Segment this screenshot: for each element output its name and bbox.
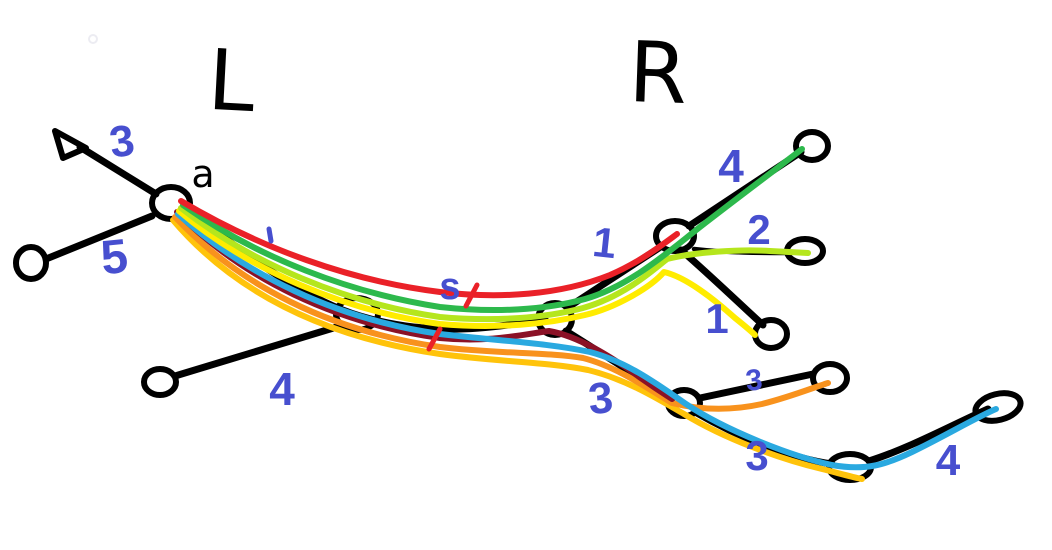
strand-yellow [176,208,758,338]
colored-strands [170,146,999,482]
strand-orange [172,214,831,412]
strand-cyan [175,211,999,471]
weight-a-topleft: 3 [106,116,137,168]
weight-a-bottomleft: 5 [98,230,130,286]
strand-maroon [174,209,675,402]
labels: L R a s 3 5 4 1 4 2 1 3 3 3 4 [98,23,960,485]
nodes [13,128,1024,483]
node-bottomleft-leaf [13,244,49,282]
blue-dash [266,226,274,244]
node-right3 [810,361,850,395]
node-a-label: a [191,152,214,196]
left-title: L [206,31,258,131]
edge-a-topleft-leaf [76,143,160,198]
edge-bottomleaf-mid1 [171,322,344,380]
strand-red [178,198,680,299]
red-tick-lower [426,326,443,352]
weight-mid2-bottom: 3 [586,373,615,424]
right-title: R [627,23,689,123]
weight-rcenter-right: 2 [747,206,770,253]
node-topleft-leaf [52,128,89,161]
s-annotation: s [439,266,460,308]
weight-rcenter-bottomright: 1 [705,295,728,342]
edge-bottom-right3 [696,370,817,402]
node-top-right-leaf [793,129,831,163]
weight-bottom-bottomright: 3 [745,432,768,479]
strand-green [180,146,805,314]
node-far-right [972,390,1024,424]
node-r-center [653,218,697,254]
node-bottom-leaf [141,366,179,398]
strand-gold [170,217,865,482]
edge-a-bottomleft-leaf [42,212,156,263]
node-bottom-right-leaf [752,317,790,351]
weight-bottom-right3: 3 [744,363,764,398]
weight-rcenter-topright: 4 [718,140,744,192]
strand-chartreuse [178,205,811,323]
edge-rcenter-bottomright [677,246,767,329]
edge-bottomright-farright [865,405,992,465]
marks [266,226,480,352]
weight-bottomright-farright: 4 [936,436,961,485]
faint-stray-dot [88,34,98,44]
weight-mid2-rcenter: 1 [590,218,618,267]
red-tick-upper [463,282,480,309]
weight-bottomleaf-mid1: 4 [269,363,295,415]
